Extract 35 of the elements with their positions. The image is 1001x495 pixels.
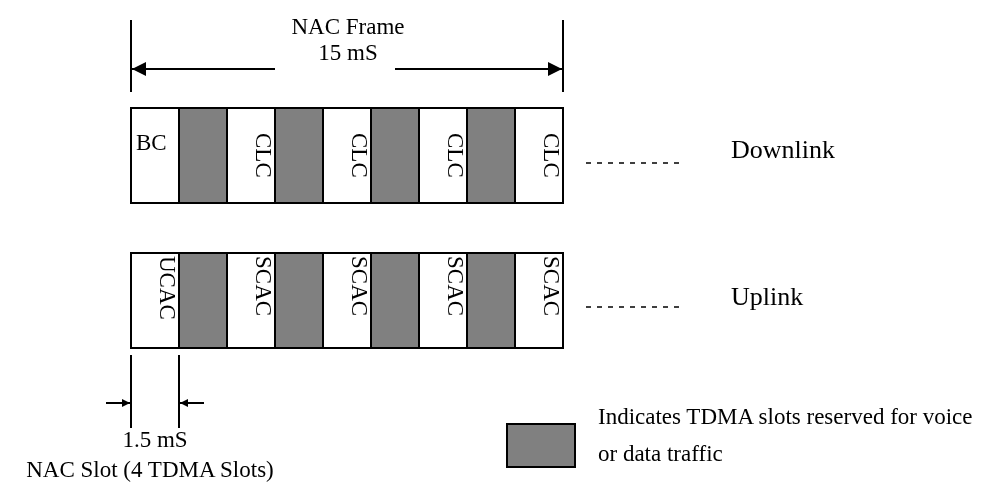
row-label: Uplink [731,283,804,312]
slot-box [322,252,372,349]
slot-box [130,252,180,349]
slot-box [226,252,276,349]
slot-box [514,252,564,349]
reserved-slot-box [466,107,516,204]
slot-box [226,107,276,204]
slot-box [418,252,468,349]
reserved-slot-box [274,107,324,204]
reserved-slot-box [178,252,228,349]
slot-label: CLC [444,133,467,178]
reserved-slot-box [274,252,324,349]
slot-label: SCAC [348,256,371,317]
slot-label: CLC [252,133,275,178]
reserved-slot-box [370,107,420,204]
slot-label: SCAC [540,256,563,317]
slot-box [514,107,564,204]
slot-box [322,107,372,204]
dimension-label: NAC Slot (4 TDMA Slots) [25,457,275,483]
dimension-label: 1.5 mS [121,427,189,453]
slot-label: SCAC [252,256,275,317]
slot-box [418,107,468,204]
slot-label: UCAC [156,256,179,320]
slot-label: BC [136,131,167,154]
reserved-slot-box [370,252,420,349]
row-label: Downlink [731,136,835,165]
reserved-slot-box [178,107,228,204]
reserved-slot-box [466,252,516,349]
slot-box [130,107,180,204]
dimension-label: NAC Frame [290,14,406,40]
slot-label: CLC [348,133,371,178]
legend-text: Indicates TDMA slots reserved for voice or data traffic [598,403,974,468]
dimension-label: 15 mS [317,40,379,66]
slot-label: SCAC [444,256,467,317]
slot-label: CLC [540,133,563,178]
